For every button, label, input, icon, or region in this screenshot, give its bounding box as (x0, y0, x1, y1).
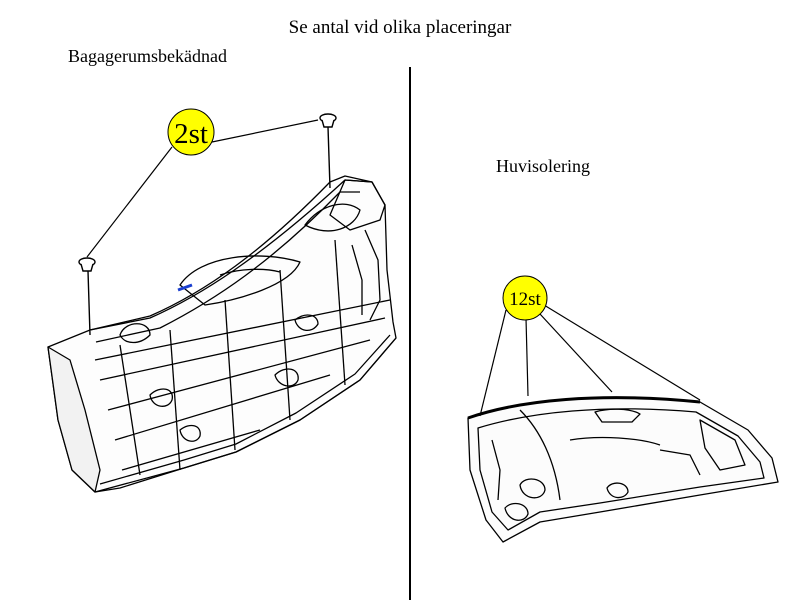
quantity-badge-left: 2st (167, 108, 215, 156)
hood-insulation-label: Huvisolering (496, 156, 590, 176)
page-title: Se antal vid olika placeringar (288, 17, 512, 38)
hood-insulation-drawing (467, 396, 779, 543)
panel-divider (409, 67, 411, 600)
quantity-badge-right: 12st (502, 275, 548, 321)
clip-icon (319, 113, 337, 189)
trunk-lining-label: Bagagerumsbekädnad (68, 46, 227, 66)
quantity-label-left: 2st (174, 118, 208, 150)
quantity-label-right: 12st (509, 289, 541, 310)
clip-icon (78, 257, 96, 336)
leader-lines (86, 119, 319, 258)
accent-mark (177, 283, 193, 292)
leader-lines (479, 304, 701, 417)
trunk-lining-drawing (47, 175, 397, 493)
